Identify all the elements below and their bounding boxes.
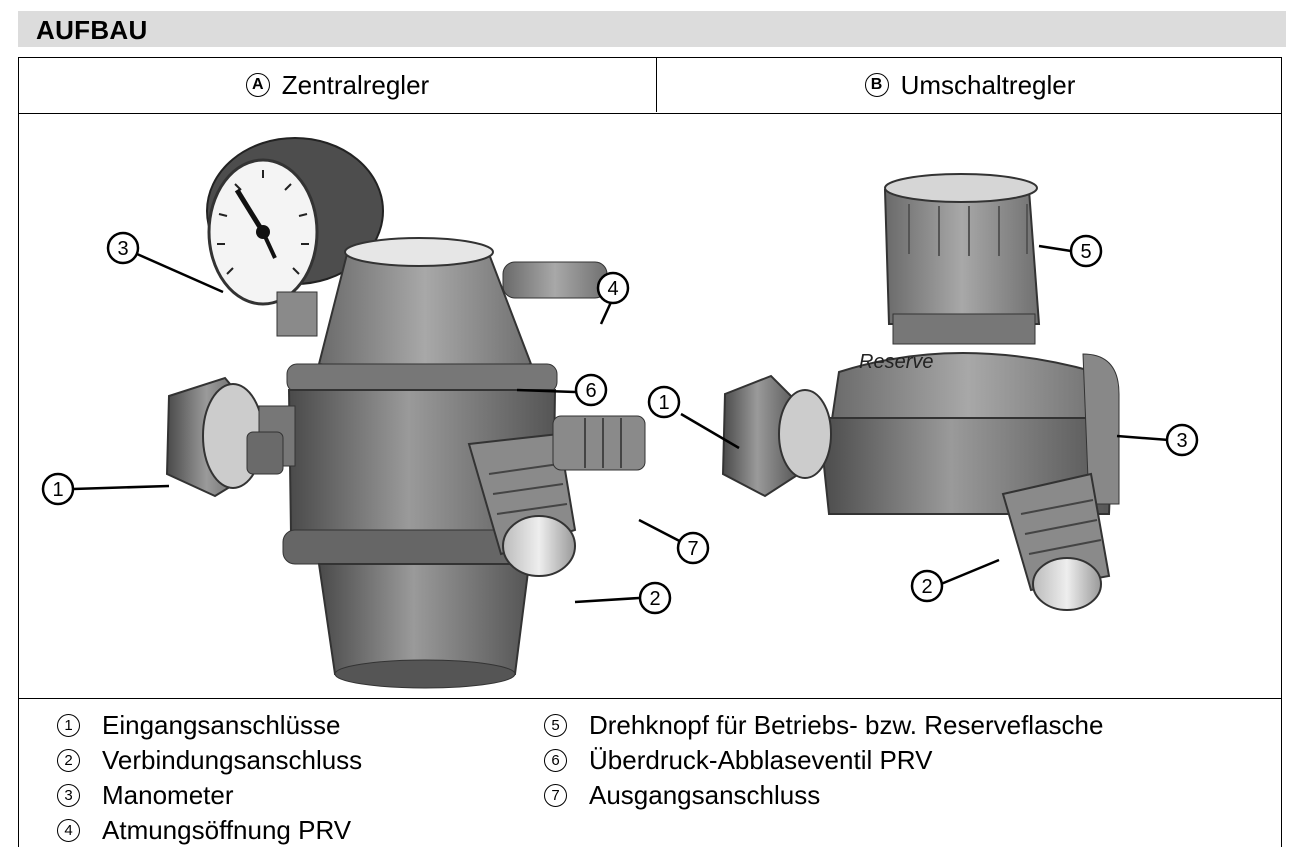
callout-badges: 3 4 6 1 7 2 5 [41,231,1199,615]
callout-3-right: 3 [1165,423,1199,457]
svg-text:3: 3 [1176,430,1187,452]
badge-a-icon: A [245,73,270,97]
legend-divider [19,698,1281,699]
callout-4: 4 [596,271,630,305]
svg-text:1: 1 [52,479,63,501]
svg-text:7: 7 [687,538,698,560]
callout-5: 5 [1069,234,1103,268]
legend-item: 5 Drehknopf für Betriebs- bzw. Reservefl… [544,708,1103,743]
legend-text: Überdruck-Abblaseventil PRV [589,745,933,775]
legend-item: 3 Manometer [57,778,362,813]
legend-number-icon: 1 [57,714,80,737]
legend-number-icon: 3 [57,784,80,807]
legend-text: Drehknopf für Betriebs- bzw. Reserveflas… [589,710,1104,740]
section-header-bar: AUFBAU [18,11,1286,47]
svg-text:2: 2 [649,588,660,610]
regulator-illustration: Reserve [41,137,1199,689]
reserve-engraving: Reserve [859,351,933,373]
legend-left: 1 Eingangsanschlüsse 2 Verbindungsanschl… [57,708,362,848]
callout-2-left: 2 [638,581,672,615]
legend-right: 5 Drehknopf für Betriebs- bzw. Reservefl… [544,708,1103,813]
legend-item: 7 Ausgangsanschluss [544,778,1103,813]
svg-text:2: 2 [921,576,932,598]
legend-text: Verbindungsanschluss [102,745,363,775]
column-header-zentralregler: A Zentralregler [19,58,657,112]
svg-text:3: 3 [117,238,128,260]
legend-text: Manometer [102,780,234,810]
legend-item: 6 Überdruck-Abblaseventil PRV [544,743,1103,778]
svg-text:1: 1 [658,392,669,414]
table-header-row: A Zentralregler B Umschaltregler [19,58,1281,114]
callout-3-left: 3 [106,231,140,265]
svg-text:6: 6 [585,380,596,402]
callout-6: 6 [574,373,608,407]
callout-1-right: 1 [647,385,681,419]
legend-text: Atmungsöffnung PRV [102,815,352,845]
column-header-umschaltregler: B Umschaltregler [657,58,1283,112]
legend-number-icon: 6 [544,749,567,772]
callout-lines [72,244,1170,604]
badge-b-icon: B [864,73,889,97]
column-label-umschaltregler: Umschaltregler [900,69,1076,100]
legend-number-icon: 7 [544,784,567,807]
legend-number-icon: 2 [57,749,80,772]
svg-text:4: 4 [607,278,618,300]
column-label-zentralregler: Zentralregler [281,69,430,100]
legend-item: 2 Verbindungsanschluss [57,743,362,778]
section-title: AUFBAU [36,15,148,45]
legend-text: Ausgangsanschluss [589,780,821,810]
legend-number-icon: 4 [57,819,80,842]
callout-1-left: 1 [41,472,75,506]
legend-item: 4 Atmungsöffnung PRV [57,813,362,848]
legend-number-icon: 5 [544,714,567,737]
umschaltregler-drawing: Reserve [721,173,1120,611]
legend-item: 1 Eingangsanschlüsse [57,708,362,743]
assembly-table: A Zentralregler B Umschaltregler [18,57,1282,847]
callout-7: 7 [676,531,710,565]
legend-text: Eingangsanschlüsse [102,710,341,740]
callout-2-right: 2 [910,569,944,603]
svg-text:5: 5 [1080,241,1091,263]
zentralregler-drawing [165,137,646,689]
